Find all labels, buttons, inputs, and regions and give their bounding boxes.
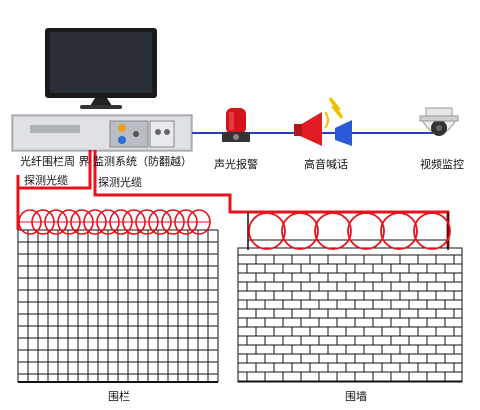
loudspeaker-label: 高音喊话 [304,158,348,171]
fence-grid [17,229,219,383]
system-label: 光纤围栏周 界 监测系统（防翻越） [20,155,192,168]
fence-coils [18,209,211,235]
alarm-light-icon [222,108,250,142]
loudspeaker-icon [294,97,352,146]
video-label: 视频监控 [420,158,464,171]
wall-bricks [237,212,463,383]
monitor-icon [45,28,157,109]
fiber-label-right: 探测光缆 [98,176,142,189]
wall-label: 围墙 [345,390,367,403]
rack-unit-icon [11,114,193,152]
fiber-label-left: 探测光缆 [24,174,68,187]
fence-label: 围栏 [108,390,130,403]
wall-coils [248,212,451,250]
dome-camera-icon [419,107,459,136]
alarm-light-label: 声光报警 [214,158,258,171]
